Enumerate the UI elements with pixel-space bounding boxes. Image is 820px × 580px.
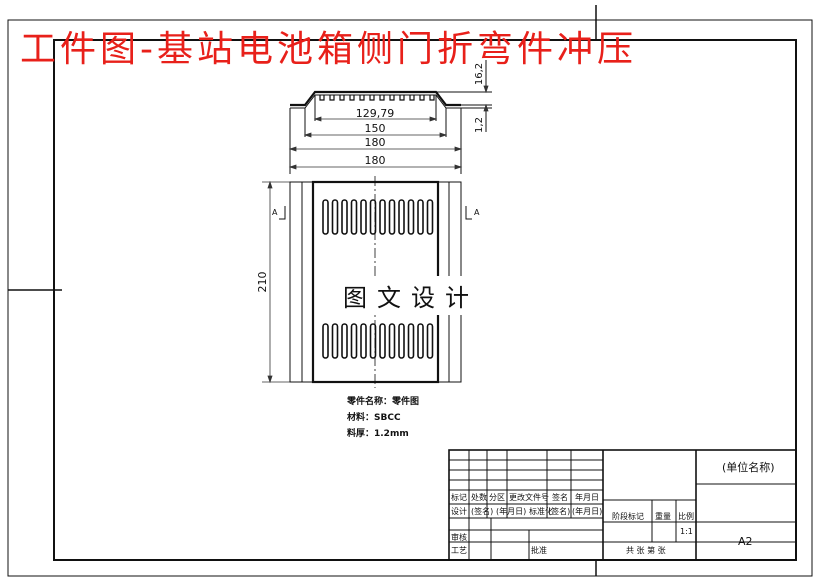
tb-row2-standard: 标准化 [529,507,553,516]
tb-stage-mark: 阶段标记 [612,512,644,521]
louver-slot [417,323,424,359]
section-profile [289,60,492,174]
louver-slot [341,199,348,235]
dim-slot-span: 129,79 [356,107,395,120]
note-thickness: 料厚：1.2mm [347,429,409,439]
dim-top-width: 150 [365,122,386,135]
title-block [448,449,797,561]
note-part-name: 零件名称：零件图 [347,397,420,407]
tb-row1-zone: 分区 [489,493,505,502]
profile-slots [319,95,435,101]
dim-plan-width: 180 [365,154,386,167]
tb-row1-change: 更改文件号 [509,493,549,502]
louver-slot [407,199,415,235]
inner-frame [53,39,797,561]
dim-flange-height: 16,2 [474,63,485,85]
outer-border [7,19,813,577]
tb-weight: 重量 [655,512,671,521]
louver-slot [360,323,367,359]
tb-process: 工艺 [451,546,467,555]
tb-approve: 批准 [531,546,547,555]
louver-slot [388,199,396,235]
note-material: 材料：SBCC [347,413,401,423]
louver-slot [398,323,405,359]
louver-slot [369,323,377,359]
section-label-right: A [474,208,480,217]
dimension-lines [262,85,489,384]
tb-row1-sign: 签名 [552,493,568,502]
louver-slot [331,323,339,359]
tb-row2-date2: (年月日) [572,507,603,516]
louver-slot [398,199,405,235]
tb-row1-count: 处数 [471,493,487,502]
louver-slots [322,199,434,359]
dim-height: 210 [256,272,269,293]
drawing-notes: 零件名称：零件图 材料：SBCC 料厚：1.2mm [347,394,419,442]
louver-slot [407,323,415,359]
louver-slot [388,323,396,359]
louver-slot [369,199,377,235]
louver-slot [426,323,434,359]
drawing-banner-title: 工件图-基站电池箱侧门折弯件冲压 [20,29,637,70]
company-name: (单位名称) [722,461,775,474]
louver-slot [379,323,386,359]
tb-row2-sign2: (签名) [548,507,571,516]
louver-slot [417,199,424,235]
tb-size: A2 [738,535,753,548]
dim-thickness: 1,2 [474,117,485,133]
louver-slot [350,199,358,235]
tb-row2-sign: (签名) [471,507,494,516]
watermark-text: 图文设计 [335,276,487,315]
dim-bottom-width: 180 [365,136,386,149]
tb-row2-date: (年月日) [496,507,527,516]
tb-scale-label: 比例 [678,512,694,521]
section-label-left: A [272,208,278,217]
tb-scale-value: 1:1 [680,527,693,536]
louver-slot [331,199,339,235]
louver-slot [360,199,367,235]
louver-slot [322,323,329,359]
louver-slot [379,199,386,235]
tb-row2-design: 设计 [451,507,467,516]
tb-row1-date: 年月日 [575,493,599,502]
tb-review: 审核 [451,533,467,542]
louver-slot [350,323,358,359]
louver-slot [341,323,348,359]
tb-sheet: 共 张 第 张 [626,546,666,555]
louver-slot [426,199,434,235]
tb-row1-mark: 标记 [451,493,467,502]
louver-slot [322,199,329,235]
